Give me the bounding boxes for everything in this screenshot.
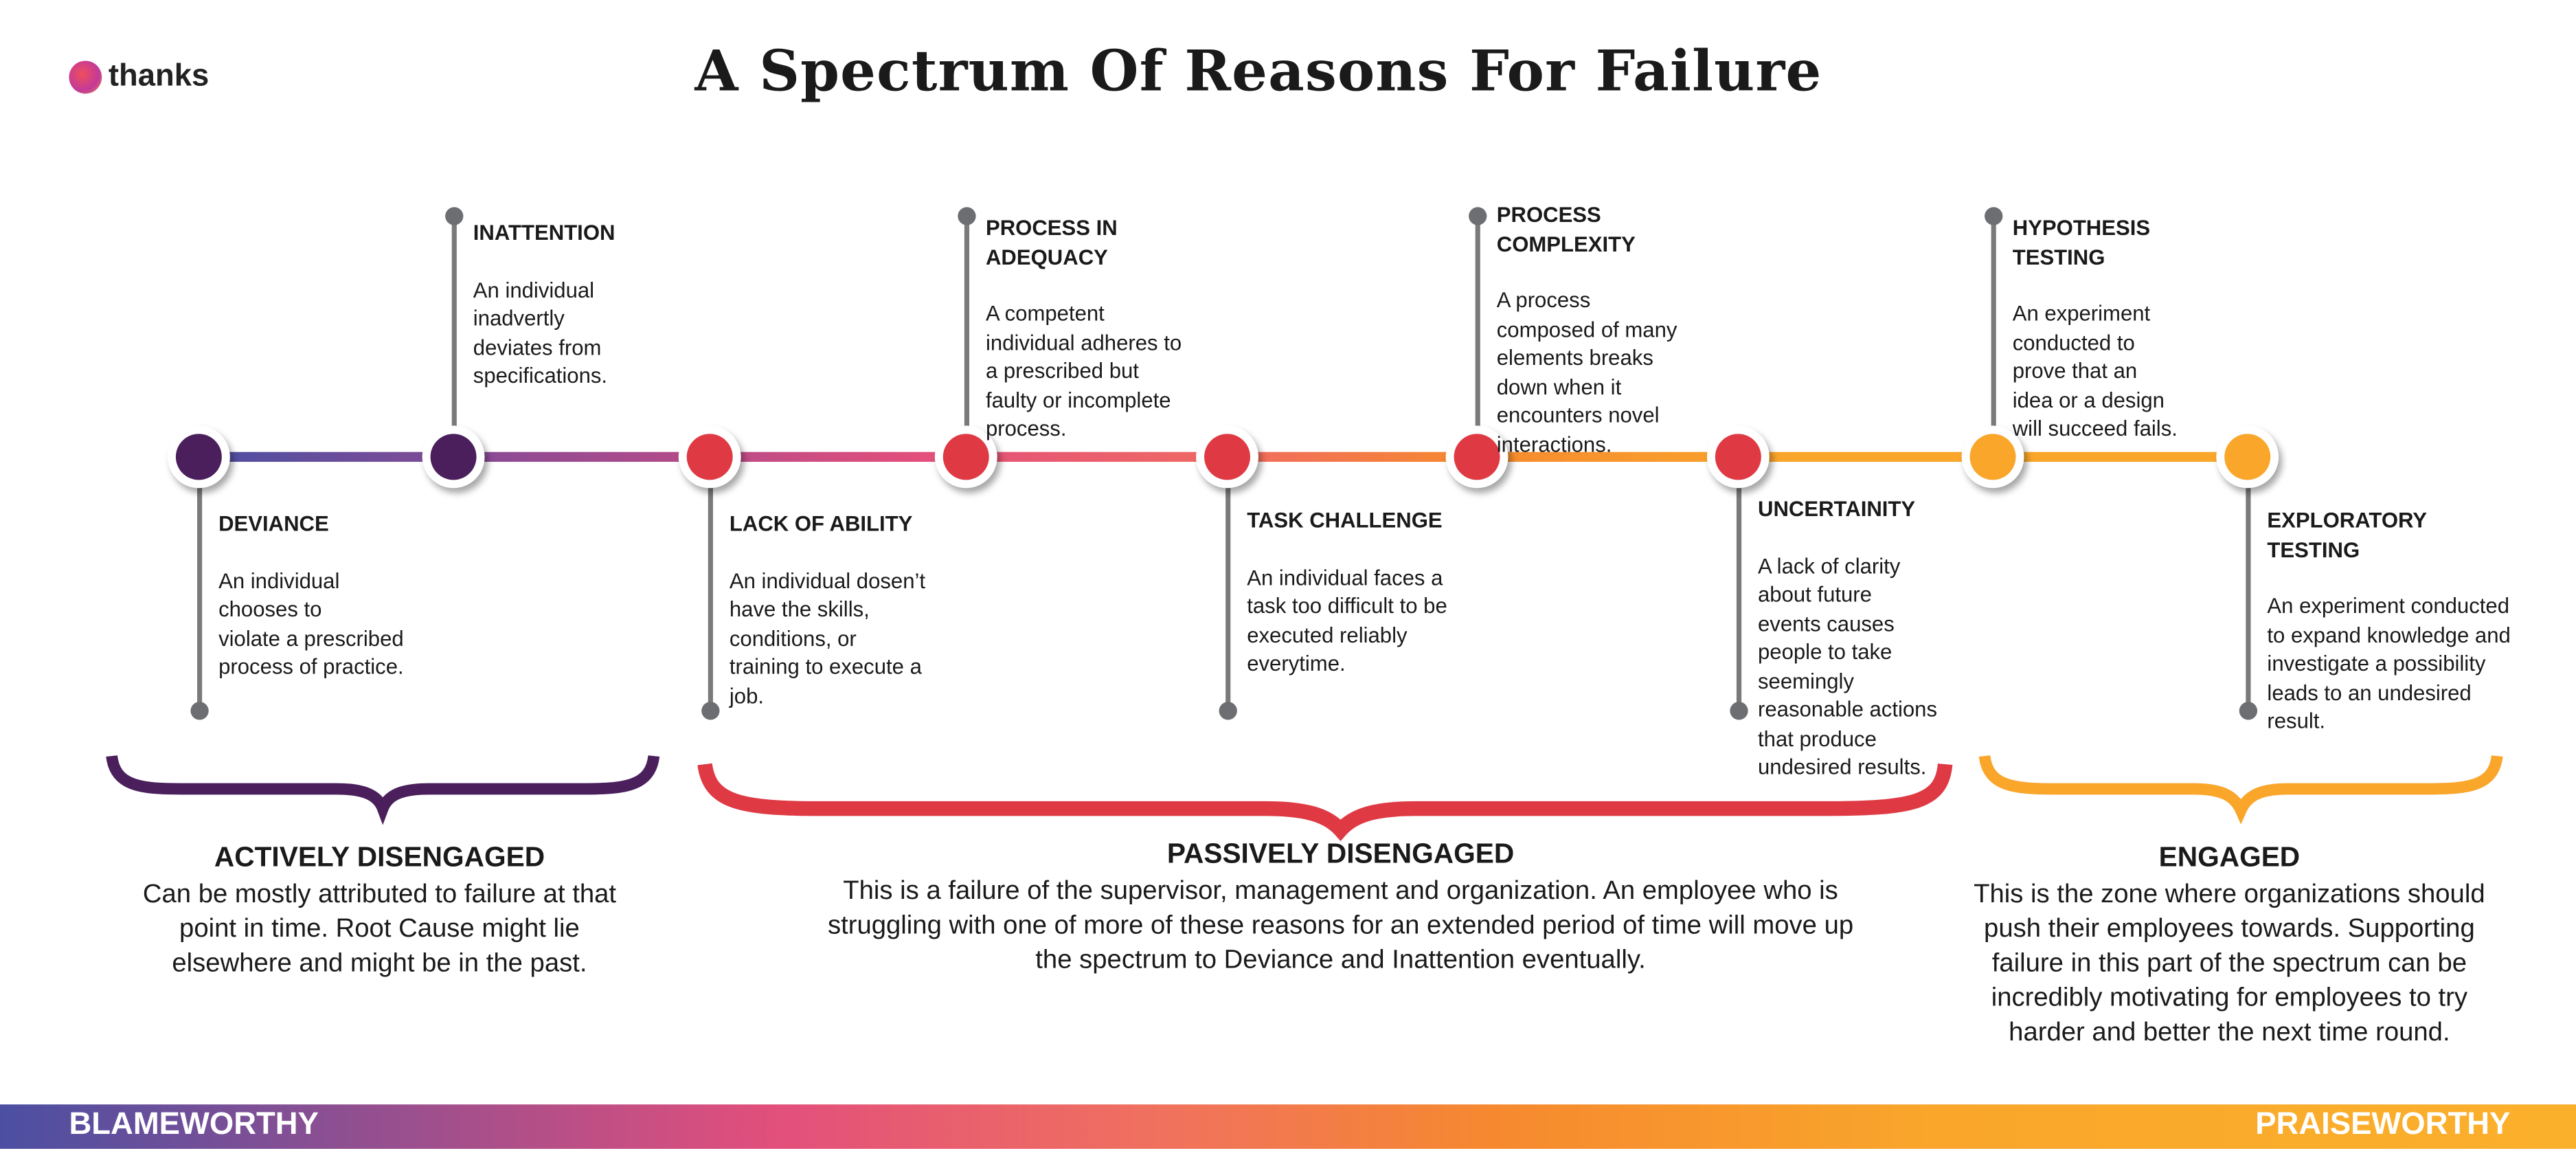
node-dot (430, 434, 477, 480)
reason-title: PROCESS IN ADEQUACY (985, 215, 1118, 269)
timeline-node-inattention (422, 425, 485, 489)
node-dot (1454, 434, 1500, 480)
reason-inattention: INATTENTION An individual inadvertly devi… (473, 219, 615, 390)
connector-stem (1990, 215, 1996, 457)
section-text: This is the zone where organizations sho… (1974, 880, 2485, 1047)
reason-uncertainity: UNCERTAINITY A lack of clarity about futu… (1758, 495, 1937, 781)
connector-stem (1224, 456, 1230, 711)
stem-end-dot (957, 207, 975, 225)
connector-stem (707, 456, 712, 711)
node-dot (175, 434, 222, 480)
section-actively-disengaged: ACTIVELY DISENGAGED Can be mostly attrib… (133, 840, 626, 981)
stem-end-dot (444, 207, 463, 225)
reason-hypothesis-testing: HYPOTHESIS TESTING An experiment conducte… (2013, 214, 2178, 443)
reason-description: A process composed of many elements brea… (1496, 287, 1677, 456)
reason-title: DEVIANCE (218, 511, 329, 536)
timeline-node-process-in-adequacy (934, 425, 997, 489)
scale-right-label: PRAISEWORTHY (2255, 1107, 2511, 1143)
reason-description: An experiment conducted to expand knowle… (2267, 593, 2511, 733)
connector-stem (1735, 456, 1741, 711)
section-text: Can be mostly attributed to failure at t… (142, 880, 617, 979)
brace-actively-disengaged (106, 755, 660, 825)
reason-title: UNCERTAINITY (1758, 496, 1916, 522)
reason-description: An experiment conducted to prove that an… (2012, 300, 2178, 440)
reason-task-challenge: TASK CHALLENGE An individual faces a task… (1247, 506, 1447, 678)
timeline-node-process-complexity (1445, 425, 1509, 489)
brace-engaged (1978, 755, 2503, 825)
node-dot (942, 434, 989, 480)
timeline-node-lack-of-ability (678, 425, 741, 489)
reason-deviance: DEVIANCE An individual chooses to violate… (218, 509, 404, 681)
reason-lack-of-ability: LACK OF ABILITY An individual dosen’t hav… (730, 509, 925, 710)
brace-passively-disengaged (697, 763, 1953, 841)
reason-title: EXPLORATORY TESTING (2267, 508, 2428, 561)
reason-title: LACK OF ABILITY (729, 511, 913, 536)
reason-title: PROCESS COMPLEXITY (1496, 202, 1636, 256)
reason-description: An individual faces a task too difficult… (1247, 564, 1447, 676)
connector-stem (963, 215, 969, 457)
reason-description: An individual dosen’t have the skills, c… (729, 568, 926, 708)
logo: thanks (69, 59, 209, 96)
scale-left-label: BLAMEWORTHY (69, 1107, 319, 1143)
reason-exploratory-testing: EXPLORATORY TESTING An experiment conduct… (2267, 506, 2510, 736)
node-dot (1715, 434, 1761, 480)
stem-end-dot (190, 702, 208, 720)
connector-stem (196, 456, 201, 711)
stem-end-dot (1218, 702, 1236, 720)
reason-process-complexity: PROCESS COMPLEXITY A process composed of … (1497, 201, 1677, 458)
reason-process-in-adequacy: PROCESS IN ADEQUACY A competent individua… (986, 214, 1182, 443)
timeline-node-hypothesis-testing (1961, 425, 2024, 489)
reason-description: An individual chooses to violate a presc… (218, 568, 404, 679)
node-dot (1204, 434, 1251, 480)
node-dot (686, 434, 733, 480)
section-title: ENGAGED (2158, 841, 2301, 873)
timeline-node-deviance (167, 425, 230, 489)
stem-end-dot (701, 702, 719, 720)
connector-stem (1474, 215, 1480, 457)
reason-title: HYPOTHESIS TESTING (2012, 215, 2151, 269)
reason-description: An individual inadvertly deviates from s… (473, 276, 608, 388)
stem-end-dot (2238, 702, 2257, 720)
reason-title: TASK CHALLENGE (1247, 508, 1443, 533)
timeline-node-exploratory-testing (2216, 425, 2279, 489)
section-engaged: ENGAGED This is the zone where organizat… (1950, 840, 2509, 1050)
stem-end-dot (1983, 207, 2002, 225)
page-title: A Spectrum Of Reasons For Failure (694, 39, 1822, 106)
reason-description: A lack of clarity about future events ca… (1758, 553, 1938, 779)
section-title: PASSIVELY DISENGAGED (1166, 838, 1515, 870)
connector-stem (2245, 456, 2250, 711)
node-dot (2224, 434, 2271, 480)
connector-stem (451, 215, 456, 457)
stem-end-dot (1729, 702, 1748, 720)
timeline-node-task-challenge (1196, 425, 1258, 489)
thanks-logo-icon (69, 60, 102, 94)
section-passively-disengaged: PASSIVELY DISENGAGED This is a failure o… (815, 836, 1866, 978)
reason-description: A competent individual adheres to a pres… (985, 300, 1182, 440)
stem-end-dot (1467, 207, 1487, 225)
logo-text: thanks (108, 59, 210, 94)
reason-title: INATTENTION (473, 220, 615, 245)
section-title: ACTIVELY DISENGAGED (214, 841, 545, 873)
timeline-node-uncertainity (1706, 425, 1770, 489)
section-text: This is a failure of the supervisor, man… (827, 878, 1854, 975)
blame-praise-scale-bar: BLAMEWORTHY PRAISEWORTHY (0, 1104, 2576, 1149)
node-dot (1969, 434, 2016, 480)
